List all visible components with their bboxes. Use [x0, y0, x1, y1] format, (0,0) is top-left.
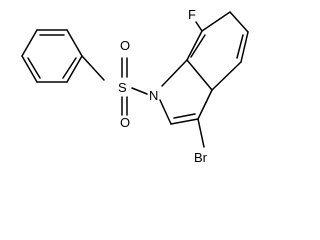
pyrrole-ring — [159, 59, 213, 125]
double-bond-inner — [173, 113, 196, 119]
bond — [229, 11, 249, 33]
fluorine-bond — [195, 21, 203, 32]
bromine-bond — [197, 118, 205, 148]
bond — [66, 29, 83, 57]
bond — [186, 59, 213, 91]
double-bond-inner — [236, 34, 244, 59]
bond — [161, 59, 188, 87]
bond — [21, 55, 38, 83]
bond — [21, 29, 38, 57]
indole-benzene-ring — [186, 11, 249, 91]
fluorine-atom-label: F — [188, 7, 196, 22]
bond — [159, 99, 172, 125]
bromine-atom-label: Br — [194, 150, 208, 165]
nitrogen-atom-label: N — [149, 88, 158, 103]
molecule-structure-diagram: F S O O N Br — [21, 7, 249, 165]
bond — [186, 30, 203, 61]
bond — [66, 55, 83, 83]
sulfur-nitrogen-bond — [131, 87, 148, 95]
bond — [201, 11, 231, 32]
double-bond-inner — [190, 34, 206, 58]
substituent-bonds — [195, 21, 205, 148]
bond — [131, 87, 148, 95]
double-bond-inner — [27, 57, 41, 79]
double-bond-inner — [62, 57, 77, 79]
bond — [81, 55, 105, 81]
phenyl-sulfur-bond — [81, 55, 105, 81]
bond — [197, 89, 213, 120]
oxygen-top-atom-label: O — [120, 38, 130, 53]
bond — [211, 61, 242, 91]
oxygen-bottom-atom-label: O — [120, 115, 130, 130]
bond — [240, 31, 249, 63]
sulfur-atom-label: S — [118, 80, 127, 95]
bond — [170, 118, 199, 125]
phenyl-ring — [21, 29, 83, 83]
sulfonyl-double-bonds — [121, 57, 128, 116]
